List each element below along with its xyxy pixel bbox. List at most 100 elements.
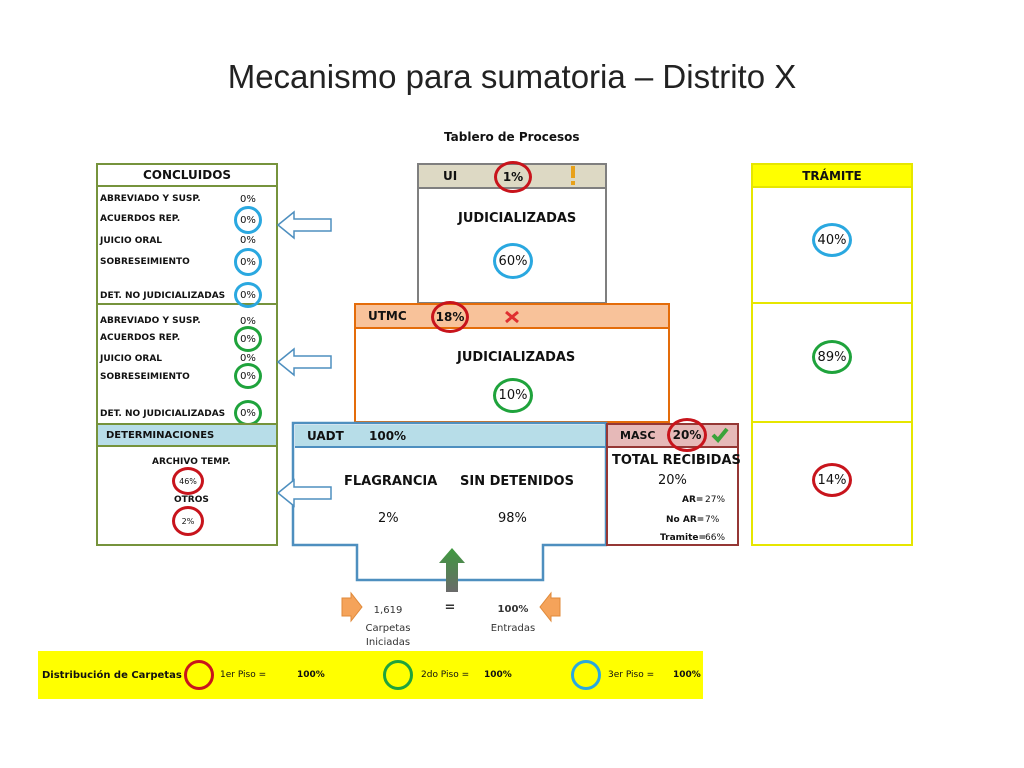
g1-value-abreviado: 0% [240,194,256,205]
masc-total-label: TOTAL RECIBIDAS [612,453,741,468]
ui-value: 1% [502,170,524,184]
arrow-up-icon [439,548,465,592]
tramite-ring-2: 89% [812,340,852,374]
ui-judicializadas-label: JUDICIALIZADAS [458,211,577,226]
masc-no-ar-label: No AR= [666,515,705,525]
board-title: Tablero de Procesos [444,130,580,144]
g1-ring-acuerdos: 0% [234,206,262,234]
g1-label-sobreseimiento: SOBRESEIMIENTO [100,257,190,267]
utmc-value: 18% [435,310,465,324]
flagrancia-value: 2% [378,511,399,526]
legend-value-1: 100% [297,670,325,680]
g1-label-abreviado: ABREVIADO Y SUSP. [100,194,201,204]
g2-label-acuerdos: ACUERDOS REP. [100,333,181,343]
legend-blue-circle [571,660,601,690]
utmc-judicializadas-label: JUDICIALIZADAS [457,350,576,365]
uadt-header-value: 100% [369,428,407,443]
slide-title: Mecanismo para sumatoria – Distrito X [227,58,797,95]
tramite-ring-3: 14% [812,463,852,497]
g2-value-juicio: 0% [240,353,256,364]
masc-no-ar-value: 7% [705,515,720,525]
flagrancia-label: FLAGRANCIA [344,474,438,489]
utmc-value-ring: 18% [431,301,469,333]
g2-value-acuerdos: 0% [240,333,256,345]
sin-detenidos-label: SIN DETENIDOS [460,474,574,489]
g1-label-acuerdos: ACUERDOS REP. [100,214,181,224]
g2-ring-acuerdos: 0% [234,326,262,352]
g2-label-det-no-judicializadas: DET. NO JUDICIALIZADAS [100,409,226,419]
g1-value-sobreseimiento: 0% [240,256,256,268]
determinaciones-header-label: DETERMINACIONES [106,429,215,441]
g2-ring-sobreseimiento: 0% [234,363,262,389]
warning-icon [571,166,575,185]
legend-label-1: 1er Piso = [220,670,267,680]
orange-arrow-left-icon [539,591,561,623]
orange-arrow-right-icon [341,591,363,623]
legend-red-circle [184,660,214,690]
masc-value: 20% [672,428,702,442]
legend-title: Distribución de Carpetas [42,670,182,681]
g2-label-sobreseimiento: SOBRESEIMIENTO [100,372,190,382]
ui-value-ring: 1% [494,161,532,193]
legend-green-circle [383,660,413,690]
masc-total-value: 20% [658,473,687,488]
carpetas-label-1: Carpetas [365,623,411,634]
otros-value: 2% [181,516,195,526]
archivo-temp-ring: 46% [172,467,204,495]
archivo-temp-label: ARCHIVO TEMP. [152,457,231,467]
uadt-header-label: UADT [307,428,344,443]
g2-value-abreviado: 0% [240,316,256,327]
carpetas-label-2: Iniciadas [365,637,411,648]
entradas-label: Entradas [490,623,536,634]
otros-ring: 2% [172,506,204,536]
g1-value-juicio: 0% [240,235,256,246]
concluidos-divider-1 [98,303,276,305]
uadt-header: UADT 100% [295,425,605,448]
legend-value-3: 100% [673,670,701,680]
masc-header-label: MASC [620,429,656,442]
arrow-left-icon [276,478,332,508]
masc-ar-value: 27% [705,495,726,505]
g1-label-juicio: JUICIO ORAL [100,236,163,246]
ui-percent-ring: 60% [493,243,533,279]
masc-ar-label: AR= [682,495,704,505]
cross-icon [505,310,519,324]
g1-label-det-no-judicializadas: DET. NO JUDICIALIZADAS [100,291,226,301]
masc-tramite-value: 66% [705,533,726,543]
utmc-percent: 10% [498,388,528,403]
utmc-percent-ring: 10% [493,378,533,413]
g2-label-juicio: JUICIO ORAL [100,354,163,364]
concluidos-header: CONCLUIDOS [98,165,276,187]
ui-header-label: UI [443,169,458,183]
g1-value-det-no-judicializadas: 0% [240,289,256,301]
concluidos-header-label: CONCLUIDOS [142,168,232,182]
summary-equals: = [444,600,456,615]
tramite-value-3: 14% [817,472,847,488]
masc-tramite-label: Tramite= [660,533,707,543]
g2-value-det-no-judicializadas: 0% [240,407,256,419]
tramite-divider-1 [753,302,911,304]
utmc-header-label: UTMC [368,309,407,323]
tramite-header-label: TRÁMITE [802,168,862,183]
legend-label-2: 2do Piso = [421,670,470,680]
entradas-value: 100% [497,604,529,615]
concluidos-panel [96,163,278,546]
g2-label-abreviado: ABREVIADO Y SUSP. [100,316,201,326]
g1-ring-det-no-judicializadas: 0% [234,282,262,308]
arrow-left-icon [276,210,332,240]
legend-label-3: 3er Piso = [608,670,655,680]
check-icon [711,427,729,443]
determinaciones-header: DETERMINACIONES [98,423,276,447]
g1-ring-sobreseimiento: 0% [234,248,262,276]
tramite-value-2: 89% [817,349,847,365]
tramite-header: TRÁMITE [753,165,911,188]
g2-value-sobreseimiento: 0% [240,370,256,382]
tramite-ring-1: 40% [812,223,852,257]
legend-value-2: 100% [484,670,512,680]
arrow-left-icon [276,347,332,377]
ui-percent: 60% [498,253,528,269]
tramite-value-1: 40% [817,232,847,248]
g1-value-acuerdos: 0% [240,214,256,226]
masc-value-ring: 20% [667,418,707,452]
otros-label: OTROS [174,495,209,505]
